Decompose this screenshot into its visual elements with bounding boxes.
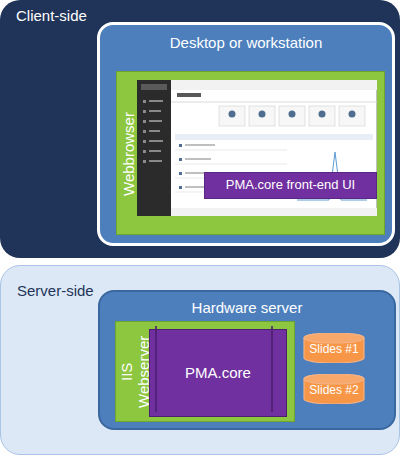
box-title: PMA.core front-end UI bbox=[205, 173, 376, 198]
box-title: Slides #2 bbox=[303, 374, 365, 404]
box-title: Hardware server bbox=[100, 299, 394, 316]
cylinder-top bbox=[304, 333, 364, 343]
cylinder-top bbox=[304, 374, 364, 384]
box-title: Desktop or workstation bbox=[100, 34, 392, 51]
process-box: PMA.core bbox=[149, 329, 287, 417]
zone-band: Server-sideHardware serverIIS WebserverP… bbox=[0, 265, 400, 455]
vertical-label: IIS Webserver bbox=[118, 330, 153, 414]
device-box: Hardware serverIIS WebserverPMA.coreSlid… bbox=[98, 290, 396, 430]
device-box: Desktop or workstationWebbrowserPMA.core… bbox=[97, 22, 395, 246]
box-title: PMA.core bbox=[150, 330, 286, 416]
vertical-label: Webbrowser bbox=[120, 72, 137, 236]
storage-cylinder: Slides #2 bbox=[303, 374, 365, 404]
component-box: PMA.core front-end UI bbox=[204, 172, 377, 199]
software-box: IIS WebserverPMA.core bbox=[115, 321, 295, 422]
cylinder-body bbox=[304, 374, 364, 404]
box-title: Server-side bbox=[17, 282, 94, 299]
box-title: Slides #1 bbox=[303, 333, 365, 363]
box-title: Client-side bbox=[16, 7, 87, 24]
software-box: WebbrowserPMA.core front-end UI bbox=[116, 71, 385, 235]
zone-band: Client-sideDesktop or workstationWebbrow… bbox=[0, 0, 400, 258]
storage-cylinder: Slides #1 bbox=[303, 333, 365, 363]
cylinder-body bbox=[304, 333, 364, 363]
